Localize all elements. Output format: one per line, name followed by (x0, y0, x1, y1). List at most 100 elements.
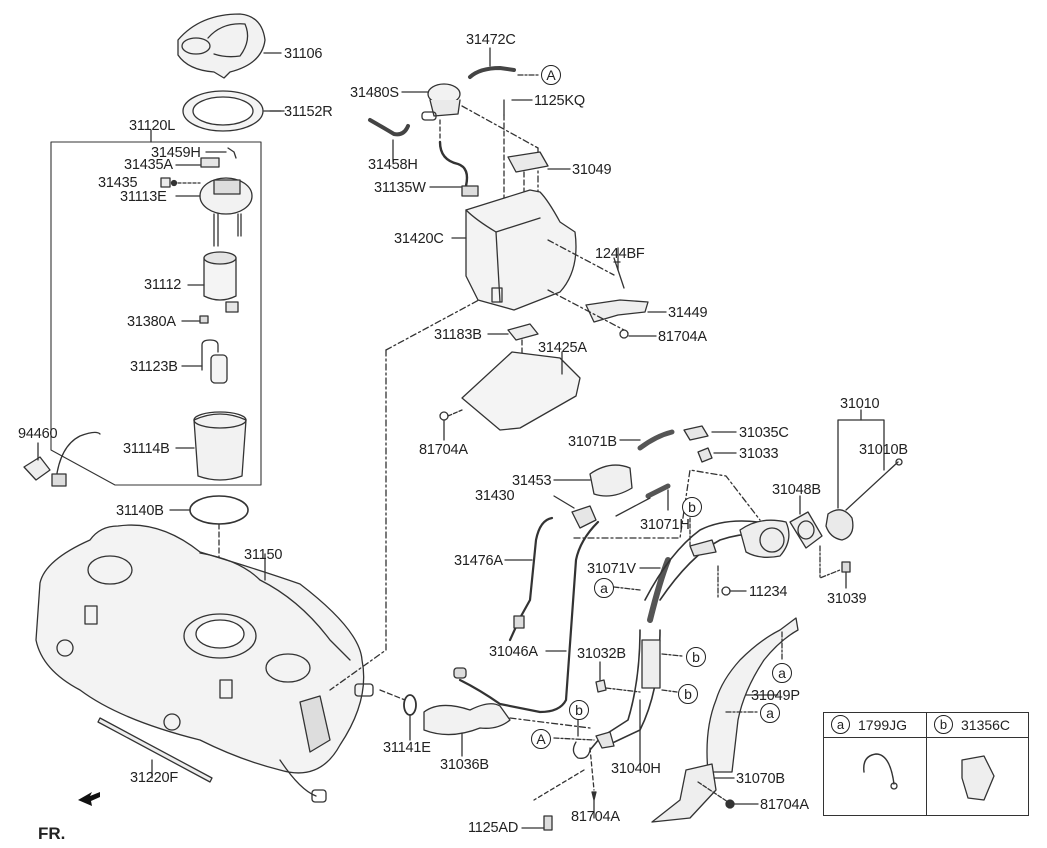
o-ring-31140B (189, 495, 249, 525)
hose-31135W (438, 140, 472, 196)
legend-table: a 1799JG b 31356C (823, 712, 1029, 816)
part-label[interactable]: 31113E (120, 189, 167, 205)
hose-31476A (508, 516, 554, 642)
part-label[interactable]: 31435 (98, 175, 138, 191)
part-label[interactable]: 31459H (151, 145, 201, 161)
callout-b[interactable]: b (682, 497, 702, 517)
protector-31070B (651, 763, 717, 823)
fuel-sensor-94460 (23, 431, 101, 487)
part-label[interactable]: 31010B (859, 442, 908, 458)
part-label[interactable]: 31033 (739, 446, 779, 462)
legend-key: a (831, 715, 850, 734)
vapor-hose-31472C (468, 66, 516, 79)
canister-31420C (465, 189, 577, 311)
part-label[interactable]: 31106 (284, 46, 323, 62)
canister-tray-31425A (461, 351, 581, 431)
part-label[interactable]: 81704A (760, 797, 809, 813)
part-label[interactable]: 31114B (123, 441, 170, 457)
part-label[interactable]: 81704A (419, 442, 468, 458)
part-label[interactable]: 31049P (751, 688, 800, 704)
part-label[interactable]: 81704A (658, 329, 707, 345)
screw-81704A (619, 329, 629, 339)
part-label[interactable]: 31476A (454, 553, 503, 569)
fuel-pump-cover-31106 (177, 13, 266, 79)
fuel-cap-31010 (825, 509, 854, 541)
screw-31039 (841, 561, 851, 573)
part-label[interactable]: 31036B (440, 757, 489, 773)
hose-31071H (645, 483, 671, 499)
part-label[interactable]: 31420C (394, 231, 444, 247)
clip-31032B (595, 679, 607, 693)
part-label[interactable]: 31070B (736, 771, 785, 787)
part-label[interactable]: 1125KQ (534, 93, 585, 109)
callout-A[interactable]: A (541, 65, 561, 85)
part-label[interactable]: 81704A (571, 809, 620, 825)
part-label[interactable]: 31425A (538, 340, 587, 356)
part-label[interactable]: 1125AD (468, 820, 519, 836)
part-label[interactable]: 1244BF (595, 246, 645, 262)
part-label[interactable]: 31435A (124, 157, 173, 173)
part-label[interactable]: 31039 (827, 591, 867, 607)
part-label[interactable]: 31032B (577, 646, 626, 662)
part-label[interactable]: 31071V (587, 561, 636, 577)
hose-31071V (647, 557, 671, 623)
part-label[interactable]: 31220F (130, 770, 178, 786)
hose-clamp-31141E (403, 694, 417, 716)
callout-b[interactable]: b (678, 684, 698, 704)
pad-31183B (507, 323, 539, 341)
legend-cell-b[interactable]: b 31356C (926, 713, 1028, 815)
legend-cell-a[interactable]: a 1799JG (824, 713, 926, 815)
part-label[interactable]: 31040H (611, 761, 661, 777)
callout-a[interactable]: a (772, 663, 792, 683)
part-label[interactable]: 31472C (466, 32, 516, 48)
part-label[interactable]: 31380A (127, 314, 176, 330)
purge-valve-31480S (421, 83, 461, 121)
fuel-tank-31150 (35, 524, 374, 803)
filter-31049 (507, 151, 549, 173)
part-label[interactable]: 31120L (129, 118, 176, 134)
nut-11234 (721, 586, 731, 596)
legend-part-number: 1799JG (858, 717, 908, 733)
part-label[interactable]: 31071H (640, 517, 690, 533)
part-label[interactable]: 31480S (350, 85, 399, 101)
part-label[interactable]: 31123B (130, 359, 178, 375)
callout-b[interactable]: b (686, 647, 706, 667)
part-label[interactable]: 31453 (512, 473, 552, 489)
valve-31430 (571, 505, 597, 529)
hose-31046A (458, 520, 600, 714)
part-label[interactable]: 31150 (244, 547, 283, 563)
part-label[interactable]: 31112 (144, 277, 182, 293)
part-label[interactable]: 31152R (284, 104, 333, 120)
screw-81704A (725, 799, 735, 809)
part-label[interactable]: 31135W (374, 180, 426, 196)
cable-tie-icon (863, 753, 895, 785)
part-label[interactable]: 31049 (572, 162, 612, 178)
part-label[interactable]: 31430 (475, 488, 515, 504)
part-label[interactable]: 11234 (749, 584, 788, 600)
part-label[interactable]: 31141E (383, 740, 431, 756)
connector-31035C (683, 425, 709, 441)
part-label[interactable]: 31071B (568, 434, 617, 450)
part-label[interactable]: 31035C (739, 425, 789, 441)
clip-icon (961, 755, 995, 801)
part-label[interactable]: 31140B (116, 503, 164, 519)
callout-b[interactable]: b (569, 700, 589, 720)
part-label[interactable]: 31046A (489, 644, 538, 660)
filler-hose-31036B (423, 703, 511, 736)
front-arrow-icon (78, 792, 100, 806)
lock-ring-31152R (182, 90, 285, 132)
bracket-31449 (585, 299, 649, 323)
clip-31033 (697, 447, 713, 463)
hose-31458H (368, 118, 410, 137)
part-label[interactable]: 31458H (368, 157, 418, 173)
part-label[interactable]: 31449 (668, 305, 708, 321)
part-label[interactable]: 94460 (18, 426, 58, 442)
part-label[interactable]: 31010 (840, 396, 880, 412)
part-label[interactable]: 31183B (434, 327, 482, 343)
callout-a[interactable]: a (594, 578, 614, 598)
callout-A[interactable]: A (531, 729, 551, 749)
part-label[interactable]: 31048B (772, 482, 821, 498)
callout-a[interactable]: a (760, 703, 780, 723)
